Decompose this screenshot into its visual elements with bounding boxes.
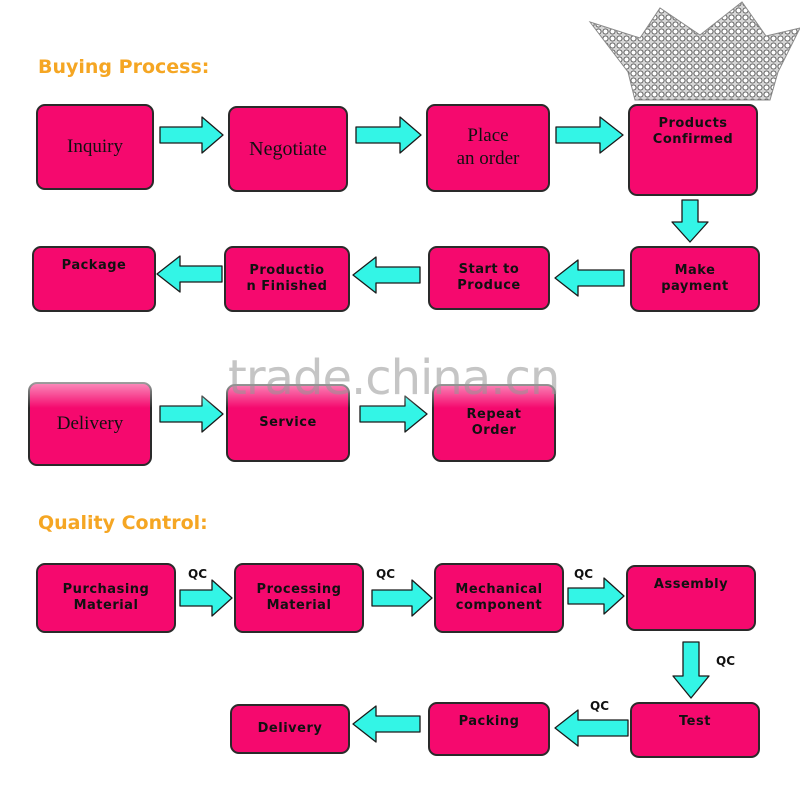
step-label: Products Confirmed [652,116,734,147]
step-label: Negotiate [249,138,327,160]
step-label: Productio n Finished [246,263,328,294]
step-label: Delivery [257,721,323,737]
qc-label: QC [574,567,594,581]
step-label: Mechanical component [455,582,543,613]
qc-step-packing: Packing [428,702,550,756]
step-label: Assembly [653,577,729,592]
step-label: Make payment [661,263,729,294]
qc-step-mechanical-component: Mechanical component [434,563,564,633]
step-label: Processing Material [256,582,342,613]
qc-step-processing-material: Processing Material [234,563,364,633]
qc-step-assembly: Assembly [626,565,756,631]
step-make-payment: Make payment [630,246,760,312]
step-label: Repeat Order [466,407,522,438]
qc-label: QC [188,567,208,581]
step-negotiate: Negotiate [228,106,348,192]
step-production-finished: Productio n Finished [224,246,350,312]
qc-label: QC [716,654,736,668]
step-label: Start to Produce [457,262,521,293]
qc-step-test: Test [630,702,760,758]
quality-control-title: Quality Control: [38,512,208,534]
step-products-confirmed: Products Confirmed [628,104,758,196]
qc-label: QC [376,567,396,581]
step-place-an-order: Place an order [426,104,550,192]
step-label: Inquiry [67,135,123,157]
qc-step-delivery: Delivery [230,704,350,754]
step-label: Package [61,258,127,273]
step-label: Test [679,714,711,729]
step-inquiry: Inquiry [36,104,154,190]
step-label: Place an order [456,125,520,169]
buying-process-title: Buying Process: [38,56,210,78]
qc-step-purchasing-material: Purchasing Material [36,563,176,633]
step-label: Purchasing Material [62,582,150,613]
step-package: Package [32,246,156,312]
step-label: Packing [458,714,520,729]
watermark: trade.china.cn [228,350,560,406]
qc-label: QC [590,699,610,713]
step-label: Service [259,415,317,431]
watermark-haze [20,368,600,408]
step-label: Delivery [56,412,124,434]
step-start-to-produce: Start to Produce [428,246,550,310]
